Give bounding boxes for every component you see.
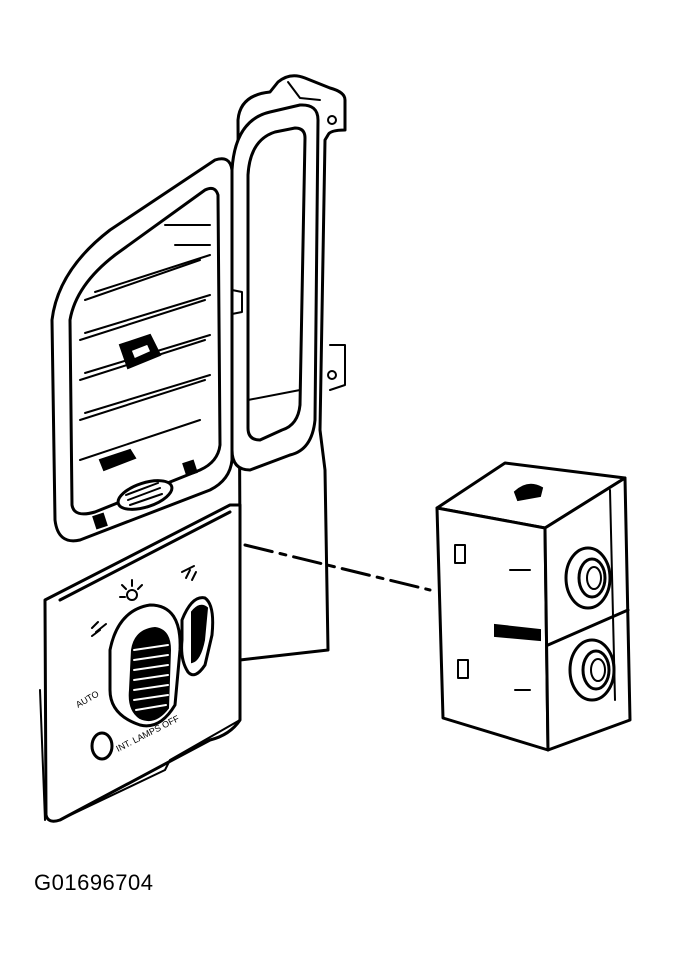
headlamp-symbol-icon [119, 579, 143, 601]
dome-lamp-symbol-icon [181, 565, 197, 581]
vent-bezel-frame [230, 103, 320, 472]
headlamp-rotary-knob [108, 603, 182, 728]
dash-bracket [236, 74, 347, 662]
switch-module [435, 461, 632, 752]
module-lower-knob [568, 638, 616, 702]
module-upper-knob [564, 546, 612, 610]
air-vent-assembly [50, 157, 234, 543]
installation-leader-line [243, 543, 432, 592]
dimmer-thumbwheel [180, 596, 215, 677]
figure-id-label: G01696704 [34, 870, 154, 895]
park-lamp-symbol-icon [91, 621, 107, 637]
vent-thumbwheel [116, 479, 174, 511]
headlamp-switch-bezel: AUTO INT. LAMPS OFF [39, 503, 242, 823]
interior-lamp-button [90, 731, 114, 761]
vent-adjuster-knob [118, 333, 162, 370]
